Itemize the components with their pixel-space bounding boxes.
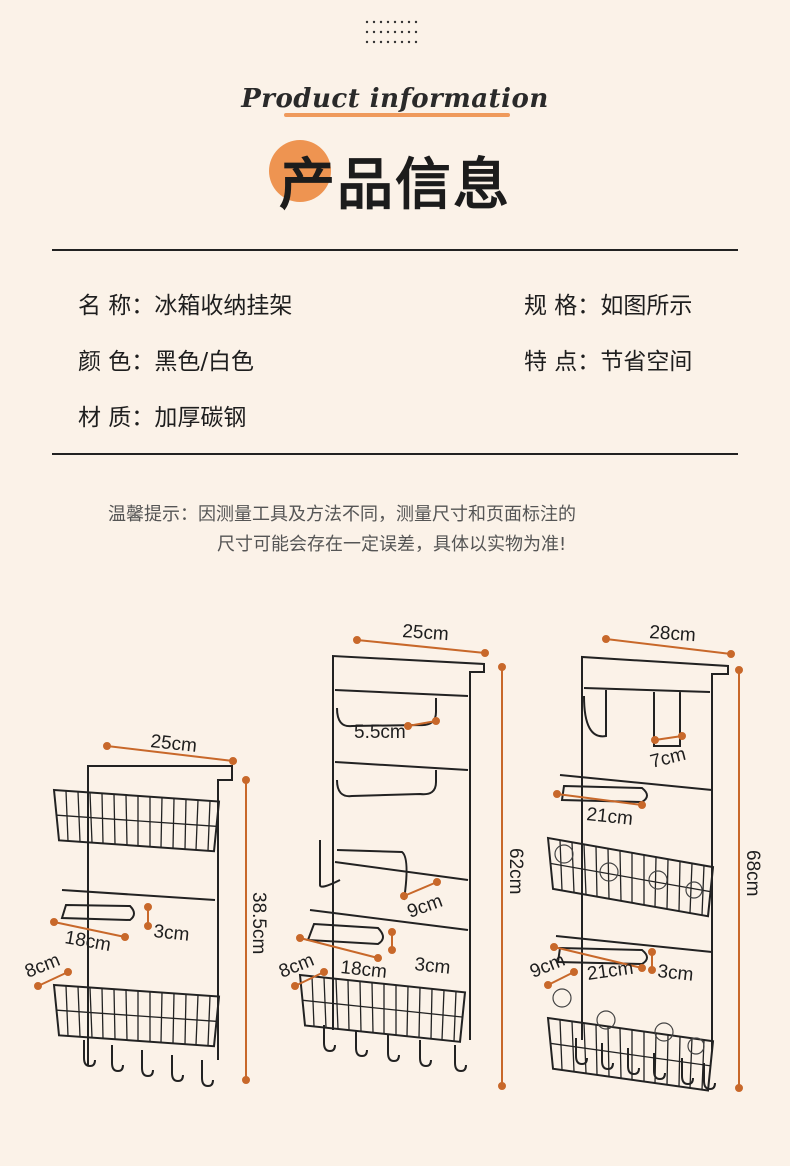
spec-feature-value: 节省空间 xyxy=(600,349,693,375)
spec-size-value: 如图所示 xyxy=(600,293,693,319)
notice-line-1: 温馨提示：因测量工具及方法不同，测量尺寸和页面标注的 xyxy=(108,504,576,525)
product-1-dimensions xyxy=(34,742,250,1084)
top-divider xyxy=(52,249,738,251)
spec-feature: 特 点：节省空间 xyxy=(524,342,692,376)
p3-hook-label: 7cm xyxy=(648,744,688,773)
p2-hook-label: 9cm xyxy=(405,891,446,923)
p1-gap-label: 3cm xyxy=(152,921,190,946)
spec-color-label: 颜 色： xyxy=(78,349,155,375)
product-1-rack xyxy=(52,765,233,1087)
spec-name-value: 冰箱收纳挂架 xyxy=(154,293,293,319)
flower-decorations xyxy=(552,844,705,1055)
p1-width-label: 25cm xyxy=(149,731,197,757)
product-3-dimensions xyxy=(544,635,743,1092)
spec-name-label: 名 称： xyxy=(78,293,155,319)
product-3-rack xyxy=(546,655,729,1093)
title-accent-circle xyxy=(269,140,331,202)
spec-feature-label: 特 点： xyxy=(524,349,601,375)
spec-name: 名 称：冰箱收纳挂架 xyxy=(78,286,292,320)
spec-material-value: 加厚碳钢 xyxy=(154,405,247,431)
p3-rail-label: 21cm xyxy=(586,958,635,985)
product-2-rack xyxy=(298,654,485,1072)
product-dimension-diagram: 25cm 38.5cm 18cm 3cm 8cm 25cm 62cm 5.5cm… xyxy=(22,621,763,1093)
p3-rail-top-label: 21cm xyxy=(585,804,633,830)
spec-material: 材 质：加厚碳钢 xyxy=(78,398,246,432)
p1-height-label: 38.5cm xyxy=(248,892,269,954)
p1-rail-label: 18cm xyxy=(63,927,112,956)
dot-grid-decoration xyxy=(365,20,418,44)
p2-gap-label: 3cm xyxy=(413,954,451,979)
p3-gap-label: 3cm xyxy=(656,961,694,986)
page-title: 产品信息 xyxy=(279,153,511,218)
p3-height-label: 68cm xyxy=(742,850,763,896)
spec-material-label: 材 质： xyxy=(78,405,155,431)
bottom-divider xyxy=(52,453,738,455)
p2-loop-label: 5.5cm xyxy=(354,722,406,743)
spec-color-value: 黑色/白色 xyxy=(154,349,255,375)
p2-height-label: 62cm xyxy=(505,848,526,894)
notice-line-2: 尺寸可能会存在一定误差，具体以实物为准! xyxy=(217,534,567,555)
title-underline xyxy=(284,113,510,117)
p2-width-label: 25cm xyxy=(402,621,450,645)
p2-rail-label: 18cm xyxy=(339,957,387,983)
script-title: Product information xyxy=(241,84,549,114)
product-2-dimensions xyxy=(291,636,506,1090)
spec-size: 规 格：如图所示 xyxy=(524,286,692,320)
spec-size-label: 规 格： xyxy=(524,293,601,319)
p3-width-label: 28cm xyxy=(649,622,697,646)
spec-color: 颜 色：黑色/白色 xyxy=(78,342,254,376)
